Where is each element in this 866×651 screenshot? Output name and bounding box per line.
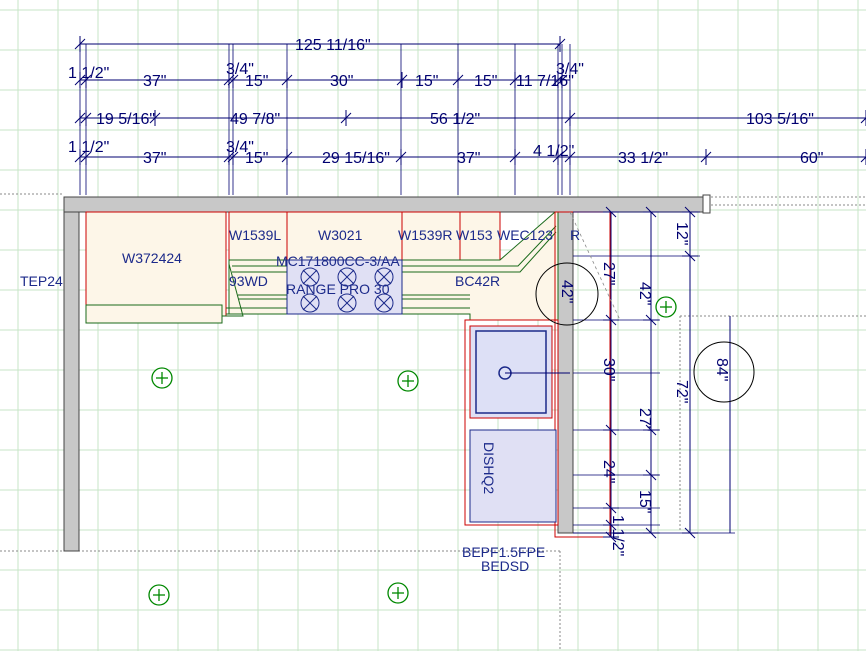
label-hood: MC171800CC-3/AA [276,253,400,269]
dim-row4-8: 60" [800,150,823,167]
sink-appliance[interactable] [469,325,570,419]
cabinet-w372424[interactable] [85,211,227,317]
dim-row4-5: 37" [457,150,480,167]
label-dishwasher: DISHQ2 [481,442,497,494]
dim-row2-0: 1 1/2" [68,65,109,82]
cabinet-w1539r[interactable] [401,211,461,261]
dim-row2-3: 15" [245,73,268,90]
label-w1539r: W1539R [398,227,452,243]
dimension-tick [860,156,866,163]
cabinet-labels: W372424 W1539L W3021 W1539R W153 WEC123 … [20,227,580,574]
label-tep: TEP24 [20,273,63,289]
burner-grate [302,295,318,311]
dim-row2-8: 3/4" [556,61,584,78]
dim-row2-4: 30" [330,73,353,90]
dim-circle-large: 84" [713,358,730,381]
dim-circle-small: 42" [558,280,575,303]
wall-top[interactable] [63,196,705,213]
label-w1539l: W1539L [229,227,281,243]
dim-vert-outer-0: 12" [673,222,690,245]
wall-left[interactable] [63,196,80,552]
dim-vert-mid-1: 27" [636,408,653,431]
range-burners [300,267,394,313]
dim-row2-6: 15" [474,73,497,90]
label-bc42r: BC42R [455,273,500,289]
placement-markers[interactable] [148,296,677,606]
swing-arc-guide [569,211,621,321]
island-base-right[interactable] [464,319,559,526]
label-w3021: W3021 [318,227,363,243]
placement-marker-icon[interactable] [397,370,419,392]
dimension-labels: 125 11/16" 1 1/2" 37" 3/4" 15" 30" 15" 1… [68,37,823,556]
burner-icon [374,293,394,313]
label-bepf: BEPF1.5FPE [462,544,545,560]
dim-row2-7: 11 7/16" [516,73,574,90]
label-range: RANGE PRO 30 [286,281,390,297]
dim-row3-2: 56 1/2" [430,111,480,128]
dim-row3-1: 49 7/8" [230,111,280,128]
dim-row2-1: 37" [143,73,166,90]
cabinet-w153[interactable] [459,211,501,261]
dimension-tick [860,117,866,124]
burner-grate [376,269,392,285]
burner-icon [337,293,357,313]
burner-icon [337,267,357,287]
dim-row4-1: 37" [143,150,166,167]
dim-vert-mid-2: 15" [636,490,653,513]
label-w93wd: 93WD [229,273,268,289]
burner-icon [300,293,320,313]
cabinet-w3021[interactable] [286,211,403,261]
dim-row4-7: 33 1/2" [618,150,668,167]
placement-marker-icon[interactable] [151,367,173,389]
dim-row4-4: 29 15/16" [322,150,390,167]
dim-row4-0: 1 1/2" [68,139,109,156]
label-w372424: W372424 [122,250,182,266]
clearance-circle-large [693,341,755,403]
placement-marker-icon[interactable] [148,584,170,606]
dishwasher[interactable] [469,429,557,523]
dim-vert-inner-0: 27" [600,262,617,285]
clearance-circle-small [535,262,599,326]
placement-marker-icon[interactable] [655,296,677,318]
dim-row2-2: 3/4" [226,61,254,78]
burner-icon [300,267,320,287]
dimension-lines [74,36,866,543]
dim-vert-inner-1: 30" [600,358,617,381]
range-appliance[interactable] [286,259,403,315]
label-bedsd: BEDSD [481,558,529,574]
window-frame[interactable] [702,194,711,214]
dim-vert-outer-1: 72" [673,380,690,403]
room-boundary [0,193,866,651]
dim-row4-3: 15" [245,150,268,167]
cabinet-w1539l[interactable] [228,211,288,261]
label-wec123: WEC123 [497,227,553,243]
label-wec-suffix: R [570,227,580,243]
burner-grate [302,269,318,285]
burner-grate [339,295,355,311]
clearance-circles: 42" 84" [535,262,755,403]
dim-row4-2: 3/4" [226,139,254,156]
dim-vert-inner-2: 24" [600,460,617,483]
dim-row2-5: 15" [415,73,438,90]
countertop-left-return [222,263,244,317]
dim-row4-6: 4 1/2" [533,143,574,160]
cabinet-base-left[interactable] [85,304,223,324]
dim-vert-inner-3: 1 1/2" [609,515,626,556]
placement-marker-icon[interactable] [387,582,409,604]
burner-grate [376,295,392,311]
dim-row3-3: 103 5/16" [746,111,814,128]
burner-icon [374,267,394,287]
burner-grate [339,269,355,285]
dim-row3-0: 19 5/16" [96,111,155,128]
dim-vert-mid-0: 42" [636,282,653,305]
label-w153: W153 [456,227,493,243]
dim-overall: 125 11/16" [295,37,371,54]
